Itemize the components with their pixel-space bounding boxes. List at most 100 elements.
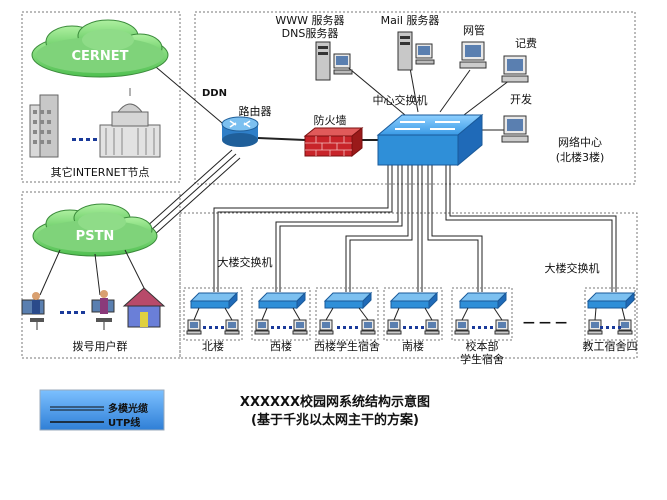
pc-icon xyxy=(254,319,270,335)
building-label: 校本部 xyxy=(466,339,499,353)
netmgmt-label: 网管 xyxy=(463,23,485,37)
netmgmt-pc-icon xyxy=(459,41,487,69)
cernet-label: CERNET xyxy=(71,49,128,64)
core-switch-icon xyxy=(376,113,484,167)
pc-icon xyxy=(186,319,202,335)
www-server-label-1: WWW 服务器 xyxy=(275,14,344,27)
pc-icon xyxy=(292,319,308,335)
www-server-label-2: DNS服务器 xyxy=(282,27,339,40)
internet-nodes-label: 其它INTERNET节点 xyxy=(51,165,150,179)
link-www xyxy=(344,64,406,116)
dialup-lines xyxy=(39,249,146,296)
capitol-building-icon xyxy=(99,88,161,158)
ellipsis-dots-icon xyxy=(600,326,621,329)
building-switch-3: 西楼学生宿舍 xyxy=(314,287,380,353)
pc-icon xyxy=(360,319,376,335)
building-box xyxy=(584,287,636,341)
ellipsis-dots-icon xyxy=(403,326,424,329)
utp-link xyxy=(594,307,597,321)
dialup-user-icon xyxy=(91,290,115,330)
building-switch-1: 北楼 xyxy=(183,287,243,353)
dev-label: 开发 xyxy=(510,92,532,106)
router-label: 路由器 xyxy=(239,104,272,118)
pstn-cloud: PSTN xyxy=(32,203,158,257)
ellipsis-dots-icon xyxy=(60,311,85,314)
legend: 多模光缆 UTP线 xyxy=(39,389,165,431)
pstn-link-2 xyxy=(148,153,237,233)
billing-pc-icon xyxy=(501,55,529,83)
ellipsis-dots-icon xyxy=(337,326,358,329)
ellipsis-label: — — — xyxy=(523,315,567,329)
billing-label: 记费 xyxy=(515,37,537,50)
mail-server-icon xyxy=(397,31,435,71)
building-switch-group: 北楼西楼西楼学生宿舍南楼校本部学生宿舍教工宿舍四 xyxy=(183,287,638,366)
pc-icon xyxy=(454,319,470,335)
ddn-label: DDN xyxy=(202,88,227,99)
building-switch-6: 教工宿舍四 xyxy=(583,287,638,353)
ellipsis-dots-icon xyxy=(472,326,493,329)
switch-icon xyxy=(323,291,373,310)
cernet-cloud: CERNET xyxy=(31,19,169,78)
firewall-label: 防火墙 xyxy=(314,113,347,127)
building-label: 北楼 xyxy=(202,339,224,353)
building-label: 南楼 xyxy=(402,339,424,353)
building-box xyxy=(183,287,243,341)
utp-link xyxy=(292,307,301,321)
netcenter-label-1: 网络中心 xyxy=(558,135,602,149)
diagram-subtitle: (基于千兆以太网主干的方案) xyxy=(251,412,419,428)
dev-pc-icon xyxy=(501,115,529,143)
ellipsis-dots-icon xyxy=(72,138,97,141)
pc-icon xyxy=(587,319,603,335)
ddn-link xyxy=(149,61,229,129)
building-switch-label-left: 大楼交换机 xyxy=(218,255,273,269)
building-label: 西楼学生宿舍 xyxy=(314,339,380,353)
link-netmgmt xyxy=(439,69,471,113)
building-switch-label-right: 大楼交换机 xyxy=(545,261,600,275)
utp-link xyxy=(424,307,433,321)
netcenter-label-2: (北楼3楼) xyxy=(556,150,605,164)
legend-fiber-label: 多模光缆 xyxy=(108,402,148,415)
www-server-icon xyxy=(315,41,353,81)
utp-link xyxy=(325,307,334,321)
pc-icon xyxy=(318,319,334,335)
utp-link xyxy=(461,307,469,321)
utp-link xyxy=(358,307,369,321)
switch-icon xyxy=(389,291,439,310)
building-box xyxy=(251,287,311,341)
utp-link xyxy=(224,307,233,321)
office-building-icon xyxy=(29,94,59,158)
legend-utp-label: UTP线 xyxy=(108,416,140,429)
pstn-label: PSTN xyxy=(76,229,115,244)
diagram-title: XXXXXX校园网系统结构示意图 xyxy=(240,394,430,410)
backbone-links xyxy=(213,165,617,292)
pc-icon xyxy=(494,319,510,335)
router-firewall-link xyxy=(257,137,306,141)
network-center-region xyxy=(194,11,636,185)
switch-icon xyxy=(586,291,636,310)
core-switch-label: 中心交换机 xyxy=(373,93,428,107)
building-label: 学生宿舍 xyxy=(460,352,504,366)
dialup-user-icon xyxy=(21,292,45,330)
router-icon xyxy=(221,116,259,147)
pstn-link-3 xyxy=(152,157,241,237)
building-box xyxy=(315,287,379,341)
building-box xyxy=(383,287,443,341)
building-label: 西楼 xyxy=(270,339,292,353)
building-switch-4: 南楼 xyxy=(383,287,443,353)
mail-server-label: Mail 服务器 xyxy=(381,14,440,27)
building-switch-2: 西楼 xyxy=(251,287,311,353)
building-box xyxy=(451,287,513,341)
pc-icon xyxy=(424,319,440,335)
ellipsis-dots-icon xyxy=(203,326,224,329)
utp-link xyxy=(621,307,626,321)
firewall-icon xyxy=(303,126,364,158)
building-label: 教工宿舍四 xyxy=(583,339,638,353)
pc-icon xyxy=(386,319,402,335)
dialup-users-label: 拨号用户群 xyxy=(73,339,128,353)
switch-icon xyxy=(458,291,508,310)
pc-icon xyxy=(224,319,240,335)
switch-icon xyxy=(257,291,307,310)
ellipsis-dots-icon xyxy=(271,326,292,329)
